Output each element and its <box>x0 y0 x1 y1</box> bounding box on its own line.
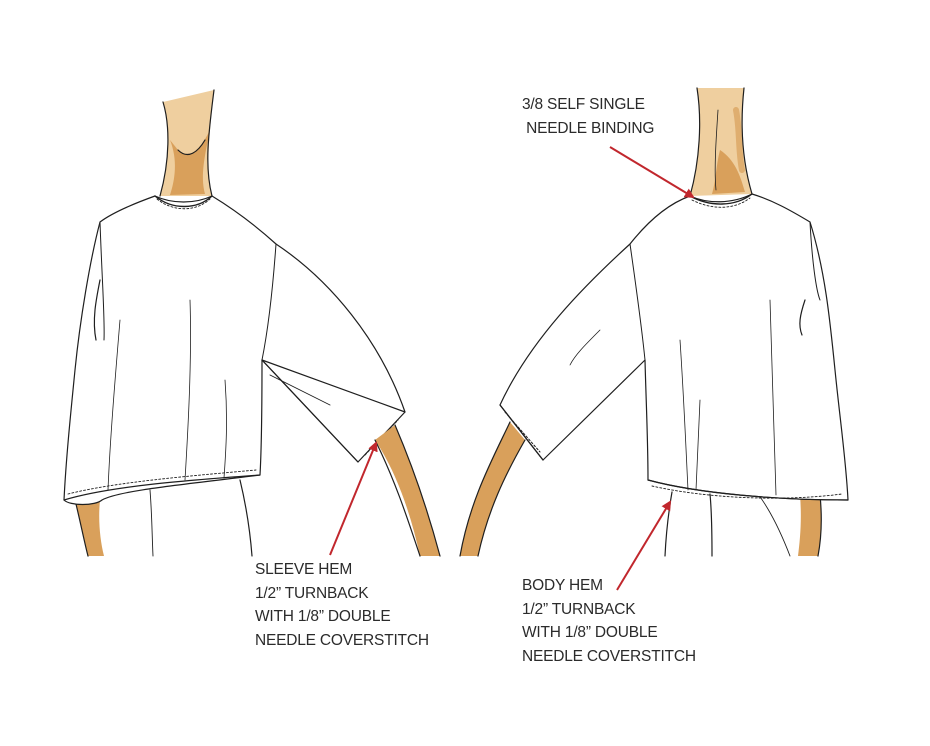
front-neckband <box>154 195 213 208</box>
front-view <box>63 89 441 557</box>
back-view <box>459 87 849 557</box>
callout-line: 1/2” TURNBACK <box>522 600 636 618</box>
sleeve-hem-callout: SLEEVE HEM 1/2” TURNBACK WITH 1/8” DOUBL… <box>255 558 429 652</box>
back-neck-left <box>689 87 701 197</box>
front-left-arm <box>93 279 101 341</box>
back-right-hand <box>798 495 822 556</box>
callout-line: 3/8 SELF SINGLE <box>522 96 645 113</box>
back-left-forearm <box>460 422 525 556</box>
back-neckband <box>689 193 753 205</box>
front-left-hand <box>75 500 104 556</box>
front-right-forearm <box>375 425 440 556</box>
callout-line: NEEDLE BINDING <box>522 119 655 137</box>
front-body-hem <box>63 474 261 501</box>
front-tee-body <box>63 195 406 506</box>
front-neck-right <box>207 89 215 197</box>
callout-line: 1/2” TURNBACK <box>255 584 369 602</box>
callout-line: WITH 1/8” DOUBLE <box>255 608 391 625</box>
callout-arrows <box>329 146 695 591</box>
callout-line: NEEDLE COVERSTITCH <box>522 647 696 665</box>
body-hem-callout: BODY HEM 1/2” TURNBACK WITH 1/8” DOUBLE … <box>522 574 696 668</box>
front-neck-left <box>159 101 169 197</box>
back-sleeve-hem <box>499 404 544 461</box>
back-tee-body <box>499 193 849 501</box>
sleeve-hem-arrow <box>329 441 378 556</box>
body-hem-arrow <box>616 500 672 591</box>
callout-line: NEEDLE COVERSTITCH <box>255 631 429 649</box>
back-neck-right <box>741 87 753 195</box>
callout-line: SLEEVE HEM <box>255 561 353 578</box>
front-right-leg <box>239 479 253 557</box>
neck-binding-arrow <box>609 146 695 199</box>
callout-line: BODY HEM <box>522 577 603 594</box>
callout-line: WITH 1/8” DOUBLE <box>522 624 658 641</box>
neck-binding-callout: 3/8 SELF SINGLE NEEDLE BINDING <box>522 93 654 140</box>
back-body-hem <box>647 479 849 501</box>
